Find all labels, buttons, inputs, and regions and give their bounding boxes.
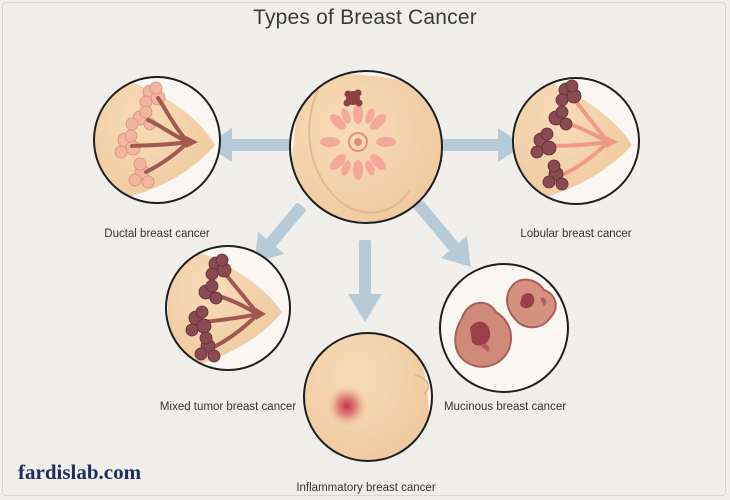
page-title: Types of Breast Cancer [253, 6, 477, 29]
mucinous-mass-large-icon [454, 302, 512, 368]
arrow-to-mucinous [414, 200, 471, 267]
lobular-tumor-lobules-icon [530, 79, 582, 191]
breast-lobes-icon [320, 104, 396, 180]
inflammatory-circle [303, 332, 433, 462]
label-ductal: Ductal breast cancer [104, 228, 210, 240]
label-mucinous: Mucinous breast cancer [443, 401, 567, 413]
label-lobular: Lobular breast cancer [520, 228, 632, 240]
arrow-to-inflammatory [348, 240, 382, 322]
mucinous-mass-small-icon [506, 278, 557, 329]
page-border [2, 2, 726, 496]
arrow-to-lobular [442, 128, 524, 162]
inflamed-area-icon [325, 384, 369, 428]
center-breast-circle [289, 70, 443, 224]
watermark: fardislab.com [18, 460, 142, 484]
mixed-tumor-lobules-icon [185, 253, 232, 363]
mucinous-circle [439, 263, 569, 393]
tumor-mass-icon [343, 89, 363, 107]
mixed-circle [165, 245, 291, 371]
label-mixed: Mixed tumor breast cancer [159, 401, 297, 413]
label-inflammatory: Inflammatory breast cancer [296, 482, 436, 494]
ductal-ducts-icon [130, 96, 190, 174]
lobular-circle [512, 77, 640, 205]
ductal-circle [93, 76, 221, 204]
